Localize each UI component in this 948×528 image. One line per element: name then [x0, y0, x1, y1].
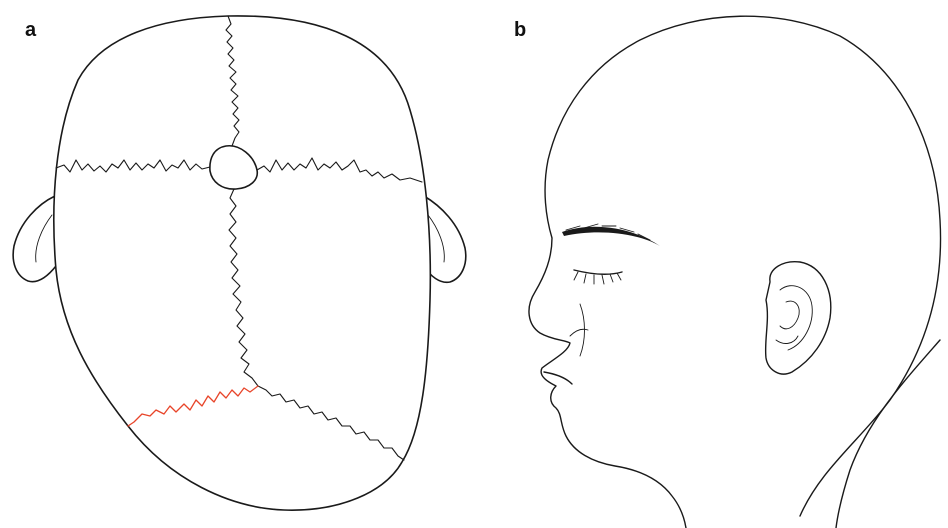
panel-a-drawing	[13, 16, 466, 510]
left-ear	[13, 196, 56, 282]
nose-crease	[570, 329, 588, 336]
side-ear-inner-fold	[776, 286, 812, 350]
eyebrow	[562, 227, 660, 246]
head-profile-outline	[529, 16, 941, 528]
closed-eye	[574, 270, 622, 274]
skull-outline	[54, 16, 431, 510]
panel-b-drawing	[529, 16, 941, 528]
neck-back-line	[836, 340, 940, 528]
